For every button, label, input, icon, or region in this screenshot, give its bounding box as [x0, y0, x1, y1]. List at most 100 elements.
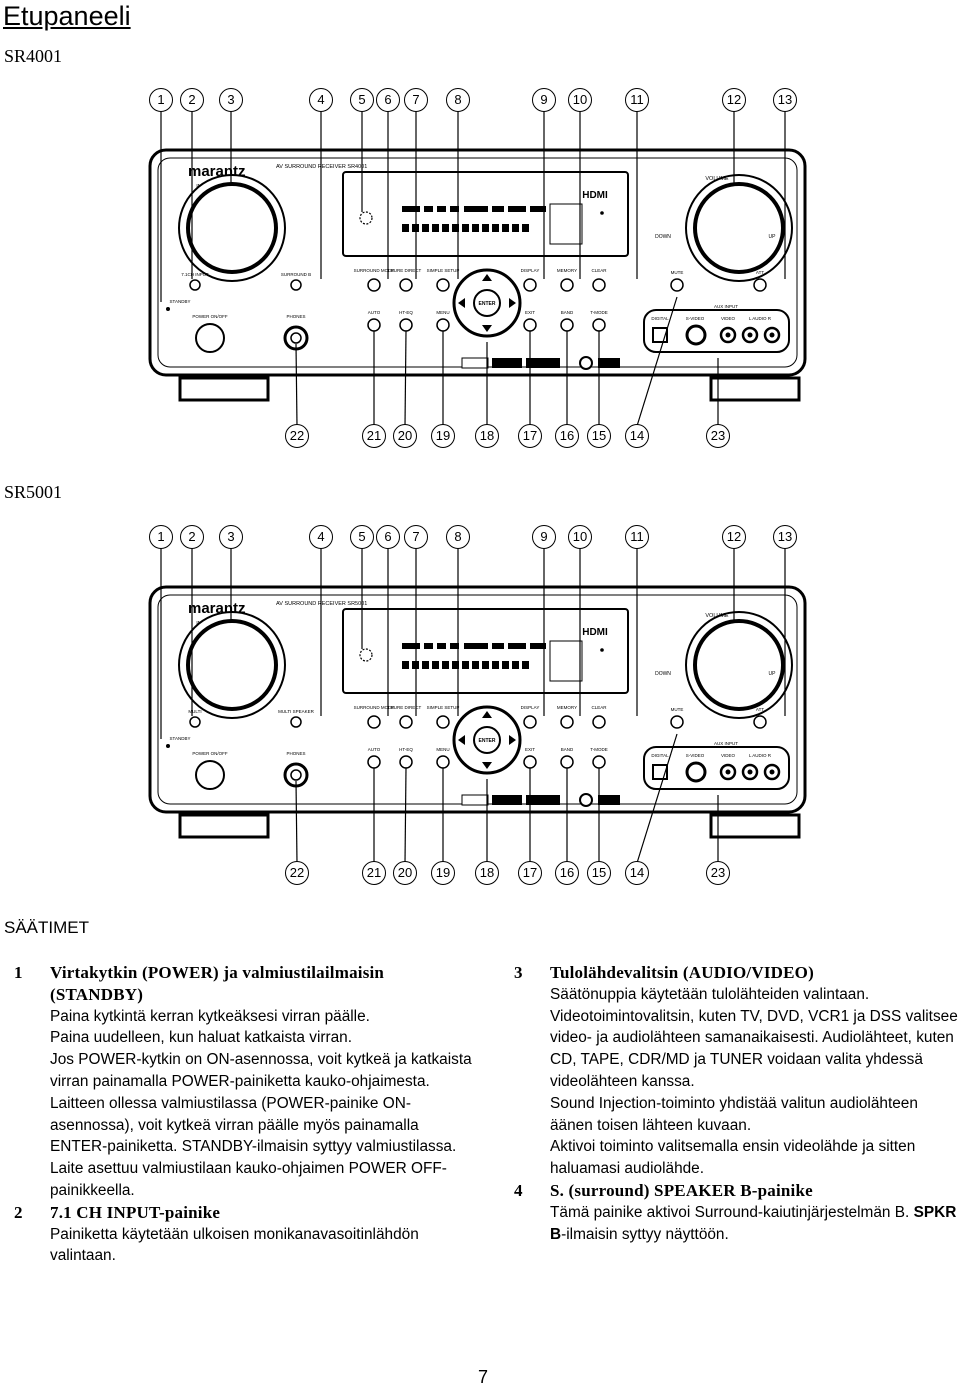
display-segment — [512, 224, 519, 232]
row1-label: SIMPLE SETUP — [427, 268, 460, 273]
input-selector-knob — [186, 619, 278, 711]
display-segment — [492, 224, 499, 232]
callout-13: 13 — [773, 525, 797, 549]
controls-column-right: 3 Tulolähdevalitsin (AUDIO/VIDEO) Säätön… — [514, 962, 960, 1245]
rca-jack-center — [725, 332, 731, 338]
memory-button — [560, 278, 574, 292]
display-label: DISPLAY — [521, 268, 540, 273]
callout-18: 18 — [475, 424, 499, 448]
control-item-4: 4 S. (surround) SPEAKER B-painike Tämä p… — [514, 1180, 960, 1245]
logo-dolby — [526, 795, 560, 805]
callout-13: 13 — [773, 88, 797, 112]
page-title: Etupaneeli — [3, 1, 131, 31]
callout-2: 2 — [180, 525, 204, 549]
display-segment — [482, 224, 489, 232]
callout-3: 3 — [219, 525, 243, 549]
hdmi-led — [600, 648, 604, 652]
item-text: Videotoimintovalitsin, kuten TV, DVD, VC… — [550, 1007, 958, 1090]
callout-2: 2 — [180, 88, 204, 112]
item-heading: S. (surround) SPEAKER B-painike — [550, 1180, 813, 1200]
hdmi-led — [600, 211, 604, 215]
speaker-button — [290, 716, 302, 728]
volume-up-label: UP — [769, 671, 777, 677]
row1-button — [399, 278, 413, 292]
mute-label: MUTE — [671, 707, 684, 712]
memory-label: MEMORY — [557, 705, 577, 710]
display-indicator-block — [549, 640, 583, 682]
item-text: Paina uudelleen, kun haluat katkaista vi… — [50, 1029, 353, 1047]
phones-jack-core — [290, 769, 302, 781]
model-label-sr4001: SR4001 — [4, 46, 63, 66]
callout-7: 7 — [404, 525, 428, 549]
item-heading: Tulolähdevalitsin (AUDIO/VIDEO) — [550, 963, 814, 982]
item-number: 4 — [514, 1180, 523, 1200]
power-button — [195, 323, 225, 353]
display-segment — [402, 661, 409, 669]
power-label: POWER ON/OFF — [192, 314, 227, 319]
audio-label: L AUDIO R — [749, 753, 772, 758]
volume-down-label: DOWN — [655, 671, 671, 677]
rca-jack-center — [769, 332, 775, 338]
mute-label: MUTE — [671, 270, 684, 275]
display-segment — [522, 224, 529, 232]
display-segment — [492, 643, 504, 649]
callout-14: 14 — [625, 424, 649, 448]
item-number: 2 — [14, 1202, 23, 1222]
item-text: Säätönuppia käytetään tulolähteiden vali… — [550, 985, 870, 1003]
callout-19: 19 — [431, 861, 455, 885]
volume-up-label: UP — [769, 234, 777, 240]
callout-7: 7 — [404, 88, 428, 112]
display-segment — [402, 224, 409, 232]
remote-sensor — [359, 648, 373, 662]
display-segment — [402, 206, 420, 212]
callout-15: 15 — [587, 424, 611, 448]
multi-button — [189, 279, 201, 291]
row2-button — [399, 318, 413, 332]
callout-8: 8 — [446, 525, 470, 549]
display-segment — [530, 206, 546, 212]
display-button — [523, 278, 537, 292]
phones-label: PHONES — [286, 314, 305, 319]
volume-down-label: DOWN — [655, 234, 671, 240]
logo-hdcd — [461, 357, 489, 369]
display-segment — [424, 643, 433, 649]
display-window — [342, 608, 629, 694]
phones-jack-core — [290, 332, 302, 344]
clear-button — [592, 715, 606, 729]
display-segment — [422, 661, 429, 669]
item-text: Laitteen ollessa valmiustilassa (POWER-p… — [50, 1094, 457, 1199]
display-segment — [464, 643, 488, 649]
logo-srs — [492, 795, 522, 805]
volume-knob — [693, 619, 785, 711]
row2-label: BAND — [561, 310, 574, 315]
display-segment — [422, 224, 429, 232]
item-text: Sound Injection-toiminto yhdistää valitu… — [550, 1094, 918, 1134]
callout-1: 1 — [149, 88, 173, 112]
row2-button — [592, 318, 606, 332]
svideo-label: S-VIDEO — [686, 753, 705, 758]
item-heading: 7.1 CH INPUT-painike — [50, 1202, 221, 1222]
row2-label: MENU — [436, 747, 449, 752]
display-segment — [437, 206, 446, 212]
callout-9: 9 — [532, 525, 556, 549]
callout-21: 21 — [362, 424, 386, 448]
digital-label: DIGITAL — [651, 316, 669, 321]
row2-label: MENU — [436, 310, 449, 315]
callout-12: 12 — [722, 525, 746, 549]
foot-left — [178, 813, 270, 839]
row2-label: T-MODE — [590, 310, 608, 315]
row2-button — [436, 755, 450, 769]
enter-label: ENTER — [479, 301, 496, 307]
callout-5: 5 — [350, 88, 374, 112]
row1-button — [436, 715, 450, 729]
callout-10: 10 — [568, 88, 592, 112]
display-window — [342, 171, 629, 257]
clear-label: CLEAR — [591, 705, 607, 710]
memory-label: MEMORY — [557, 268, 577, 273]
remote-sensor — [359, 211, 373, 225]
display-segment — [492, 206, 504, 212]
display-segment — [502, 224, 509, 232]
video-label: VIDEO — [721, 753, 736, 758]
callout-17: 17 — [518, 861, 542, 885]
logo-srs — [492, 358, 522, 368]
